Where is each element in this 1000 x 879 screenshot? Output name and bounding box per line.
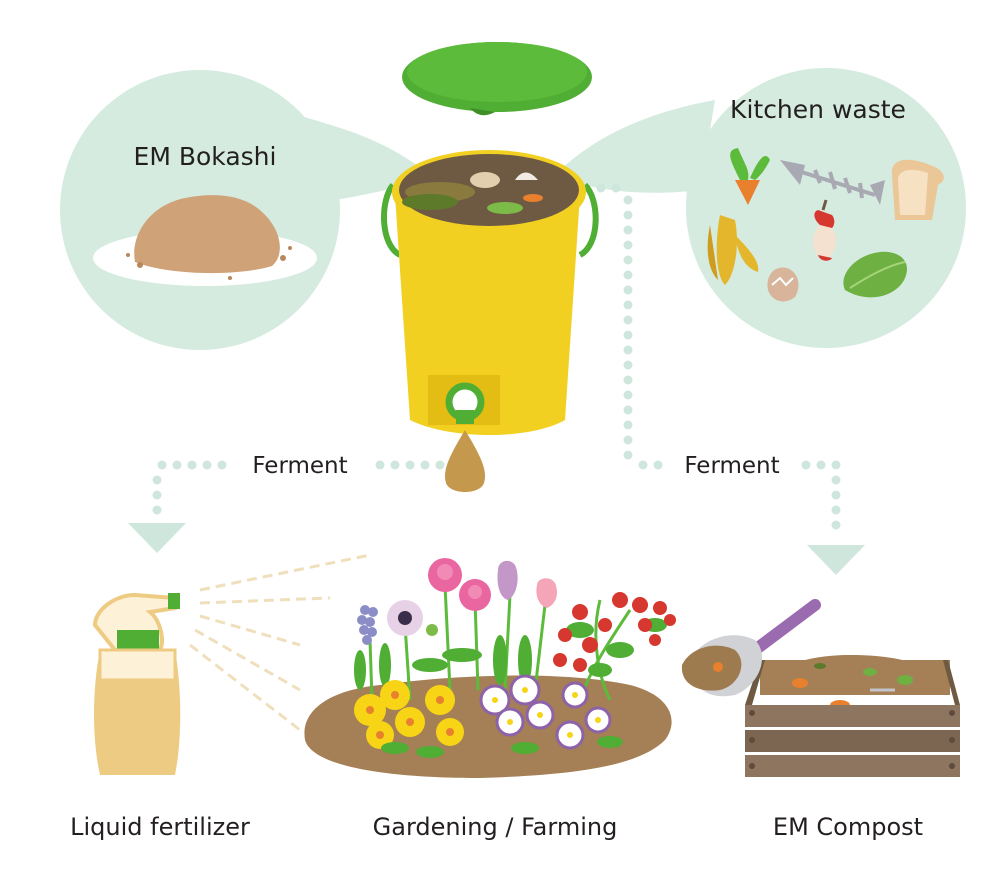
ferment-left-label: Ferment	[252, 453, 347, 479]
arrow-down-left-icon	[128, 523, 186, 553]
gardening-label: Gardening / Farming	[373, 813, 618, 841]
ferment-right-label: Ferment	[684, 453, 779, 479]
spray-bottle-illustration	[92, 592, 181, 775]
liquid-fertilizer-label: Liquid fertilizer	[70, 813, 250, 841]
garden-illustration	[304, 558, 676, 778]
arrow-down-right-icon	[807, 545, 865, 575]
bokashi-bucket-illustration	[381, 150, 599, 492]
spray-mist	[189, 553, 371, 732]
kitchen-waste-label: Kitchen waste	[730, 95, 906, 124]
kitchen-waste-items	[707, 148, 944, 302]
bucket-lid-illustration	[402, 42, 592, 116]
compost-crate-illustration	[745, 655, 960, 777]
bokashi-plate-illustration	[93, 195, 317, 286]
flow-dots	[152, 183, 841, 530]
bokashi-label: EM Bokashi	[134, 142, 277, 171]
compost-label: EM Compost	[773, 813, 923, 841]
shovel-illustration	[681, 599, 821, 697]
